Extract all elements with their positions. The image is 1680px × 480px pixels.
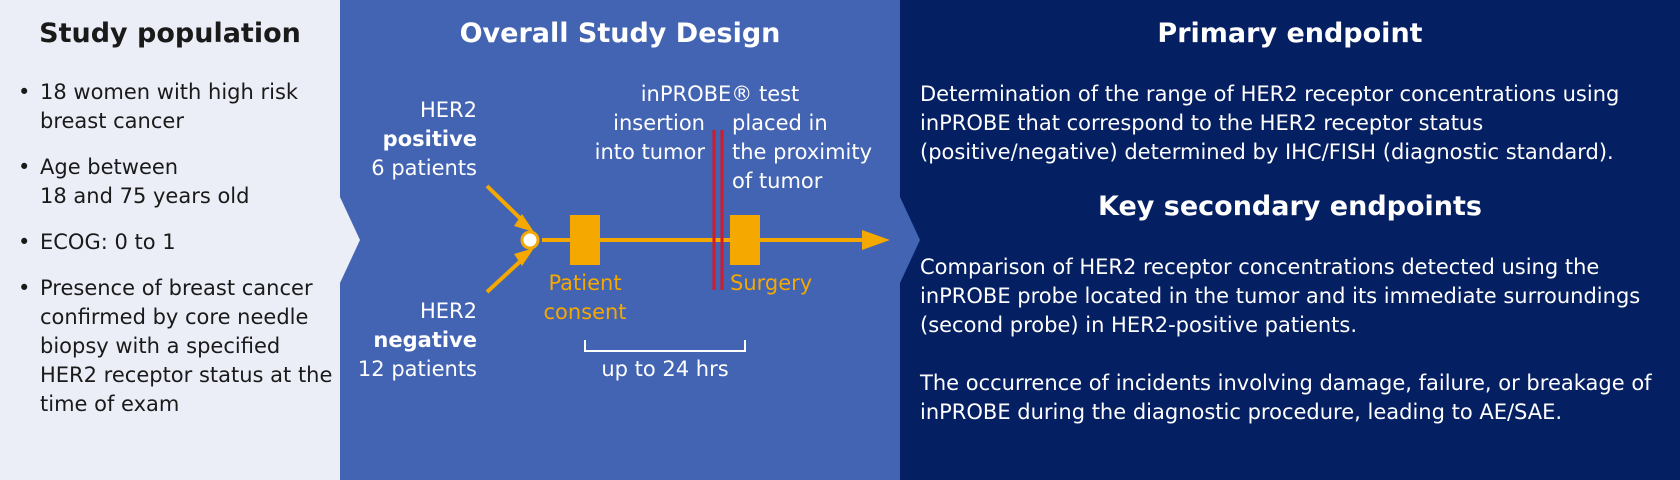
bullet-item: Age between 18 and 75 years old xyxy=(18,153,336,211)
positive-arrow-line xyxy=(485,184,528,226)
primary-endpoint-text: Determination of the range of HER2 recep… xyxy=(920,82,1620,164)
study-design-diagram xyxy=(340,130,890,352)
proximity-label-line: placed in xyxy=(732,111,828,135)
her2-positive-group: HER2 positive 6 patients xyxy=(340,96,477,183)
timeline-arrowhead xyxy=(862,230,890,250)
secondary-endpoints-title: Key secondary endpoints xyxy=(1098,191,1482,222)
junction-circle xyxy=(520,230,540,250)
endpoints-panel: Primary endpoint Determination of the ra… xyxy=(900,0,1680,480)
negative-status-label: negative xyxy=(373,328,477,352)
positive-arrowhead xyxy=(514,214,534,232)
study-design-title: Overall Study Design xyxy=(459,18,781,49)
positive-her2-label: HER2 xyxy=(419,98,477,122)
duration-label: up to 24 hrs xyxy=(601,357,729,381)
duration-bracket xyxy=(584,340,746,352)
negative-arrowhead xyxy=(514,248,534,266)
her2-negative-group: HER2 negative 12 patients xyxy=(340,297,477,384)
left-chevron xyxy=(340,197,360,283)
middle-chevron-svg xyxy=(900,197,920,283)
study-population-panel: Study population 18 women with high risk… xyxy=(0,0,340,480)
primary-endpoint-title: Primary endpoint xyxy=(1157,18,1423,49)
proximity-label-line: the proximity xyxy=(732,140,873,164)
middle-chevron xyxy=(900,197,920,283)
insertion-label: insertion into tumor xyxy=(540,109,705,167)
insertion-label-line: insertion xyxy=(613,111,705,135)
secondary-endpoint-text-2: The occurrence of incidents involving da… xyxy=(920,371,1652,424)
negative-count-label: 12 patients xyxy=(357,357,477,381)
bullet-item: 18 women with high risk breast cancer xyxy=(18,78,336,136)
patient-consent-label: Patient consent xyxy=(525,269,645,327)
study-population-list: 18 women with high risk breast cancer Ag… xyxy=(18,78,336,436)
positive-count-label: 6 patients xyxy=(371,156,477,180)
proximity-label: placed in the proximity of tumor xyxy=(732,109,900,196)
patient-consent-marker xyxy=(570,215,600,265)
study-design-panel: Overall Study Design HER2 positive 6 pat… xyxy=(340,0,900,480)
patient-consent-line: Patient xyxy=(548,271,622,295)
insertion-label-line: into tumor xyxy=(594,140,705,164)
positive-status-label: positive xyxy=(382,127,477,151)
secondary-endpoint-text-1: Comparison of HER2 receptor concentratio… xyxy=(920,255,1641,337)
negative-her2-label: HER2 xyxy=(419,299,477,323)
bullet-item: Presence of breast cancer confirmed by c… xyxy=(18,274,336,419)
proximity-label-line: of tumor xyxy=(732,169,823,193)
study-population-title: Study population xyxy=(39,18,301,49)
surgery-label: Surgery xyxy=(730,271,813,295)
surgery-marker xyxy=(730,215,760,265)
test-label: inPROBE® test xyxy=(640,82,800,106)
bullet-item: ECOG: 0 to 1 xyxy=(18,228,336,257)
patient-consent-line: consent xyxy=(543,300,627,324)
